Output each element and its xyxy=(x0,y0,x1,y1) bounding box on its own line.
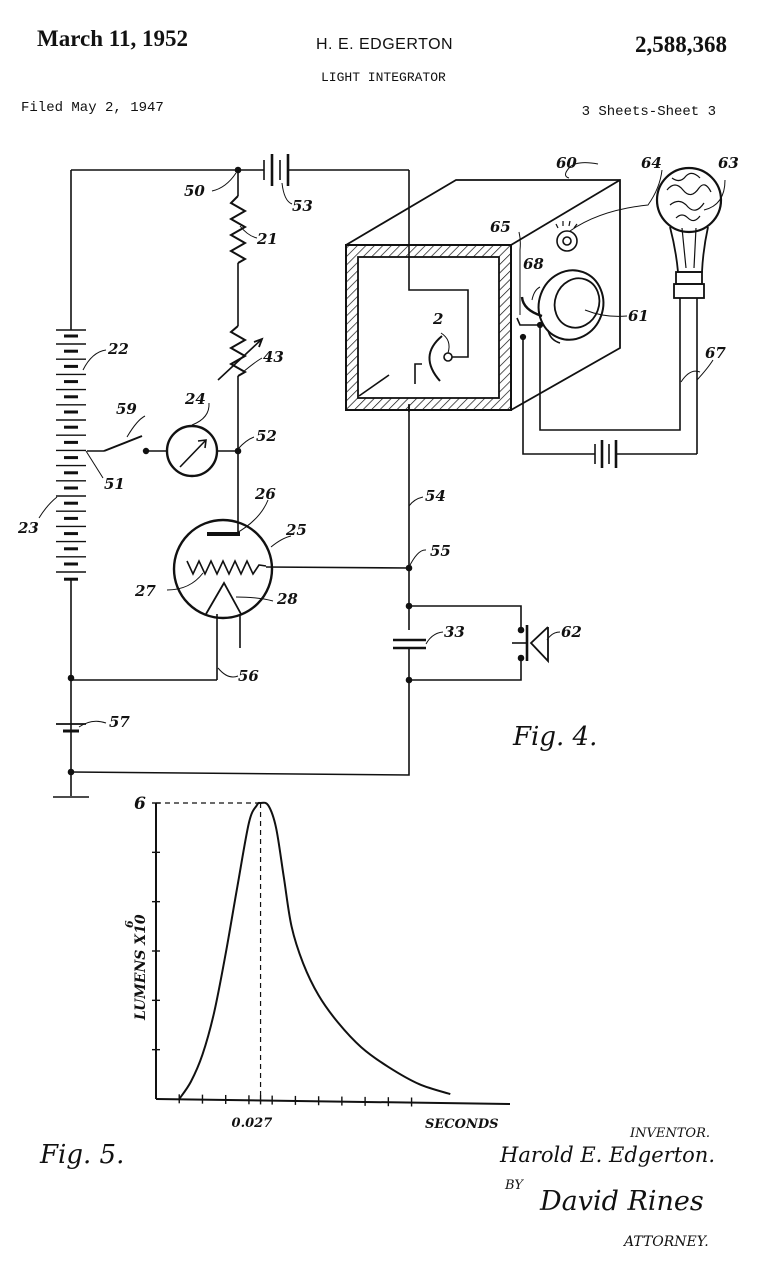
ref-33: 33 xyxy=(444,623,465,641)
y-axis-label-exponent: 6 xyxy=(123,920,136,928)
ref-27: 27 xyxy=(134,582,156,600)
ref-24: 24 xyxy=(184,390,206,408)
chart-axes xyxy=(155,803,511,1105)
ref-43: 43 xyxy=(263,348,284,366)
x-axis xyxy=(155,1098,511,1105)
ref-53: 53 xyxy=(292,197,313,215)
chart-guides xyxy=(156,802,262,1099)
figure-5-label: Fig. 5. xyxy=(40,1140,125,1170)
ref-23: 23 xyxy=(17,519,39,537)
lens-61 xyxy=(537,269,605,344)
ref-52: 52 xyxy=(256,427,277,445)
ref-57: 57 xyxy=(109,713,130,731)
patent-title: LIGHT INTEGRATOR xyxy=(321,70,446,85)
ref-25: 25 xyxy=(285,521,307,539)
ref-22: 22 xyxy=(107,340,129,358)
sheet-count: 3 Sheets-Sheet 3 xyxy=(581,104,716,120)
wire-phototube-return xyxy=(409,659,522,681)
ref-67: 67 xyxy=(705,344,726,362)
attorney-caption: ATTORNEY. xyxy=(624,1234,709,1250)
variable-resistor-43 xyxy=(217,325,264,510)
ref-2: 2 xyxy=(432,310,443,328)
ref-21: 21 xyxy=(256,230,278,248)
ref-55: 55 xyxy=(430,542,451,560)
wire-bottom xyxy=(70,680,410,776)
battery-stack-22-23 xyxy=(56,329,86,581)
figure-4-label: Fig. 4. xyxy=(513,722,598,752)
capacitor-33 xyxy=(393,638,426,680)
inventor-header: H. E. EDGERTON xyxy=(316,36,454,53)
wire-phototube-branch xyxy=(409,605,522,628)
meter-24 xyxy=(142,424,238,478)
vacuum-tube-25 xyxy=(172,510,410,680)
x-tick-label: 0.027 xyxy=(232,1116,273,1130)
junction-cathode-return xyxy=(67,674,75,682)
cathode-28 xyxy=(205,581,242,615)
ref-63: 63 xyxy=(718,154,739,172)
plate-26 xyxy=(207,532,240,536)
y-axis-label: LUMENS X10 xyxy=(133,914,149,1021)
flash-bulb-63 xyxy=(655,166,723,299)
ref-68: 68 xyxy=(523,255,544,273)
ref-56: 56 xyxy=(238,667,259,685)
ref-59: 59 xyxy=(116,400,137,418)
ref-65: 65 xyxy=(490,218,511,236)
battery-flash xyxy=(594,298,698,468)
ref-64: 64 xyxy=(641,154,662,172)
switch-59 xyxy=(87,435,143,452)
wire-flash-contact-a xyxy=(539,298,681,431)
battery-53 xyxy=(238,154,410,230)
inventor-name: Harold E. Edgerton. xyxy=(500,1143,715,1167)
resistor-21 xyxy=(228,170,248,326)
ref-54: 54 xyxy=(425,487,446,505)
junction-55 xyxy=(405,564,413,572)
ref-50: 50 xyxy=(184,182,205,200)
figure-4-circuit: 50 53 21 22 43 59 24 52 51 23 26 25 27 2… xyxy=(17,154,739,798)
wire-flash-contact-b xyxy=(522,337,595,455)
chart-ticks xyxy=(152,802,413,1107)
y-tick-label: 6 xyxy=(134,794,146,814)
phototube-62 xyxy=(512,625,549,664)
patent-date: March 11, 1952 xyxy=(37,26,188,51)
series-light-output xyxy=(178,801,451,1100)
ref-61: 61 xyxy=(628,307,649,325)
x-axis-label: SECONDS xyxy=(425,1117,499,1130)
attorney-signature: David Rines xyxy=(540,1186,704,1217)
patent-number: 2,588,368 xyxy=(635,32,727,57)
camera-box-60 xyxy=(345,179,621,412)
ref-26: 26 xyxy=(254,485,276,503)
filed-date: Filed May 2, 1947 xyxy=(21,100,164,116)
inventor-caption: INVENTOR. xyxy=(630,1126,711,1141)
leader-lines xyxy=(38,162,726,728)
light-meter-dial-64 xyxy=(555,220,578,252)
ref-62: 62 xyxy=(561,623,582,641)
ref-28: 28 xyxy=(276,590,298,608)
ref-51: 51 xyxy=(104,475,125,493)
battery-57 xyxy=(56,723,86,772)
by-label: BY xyxy=(505,1178,523,1193)
grid-27 xyxy=(186,559,267,576)
ref-60: 60 xyxy=(556,154,577,172)
ground-symbol xyxy=(53,772,89,798)
